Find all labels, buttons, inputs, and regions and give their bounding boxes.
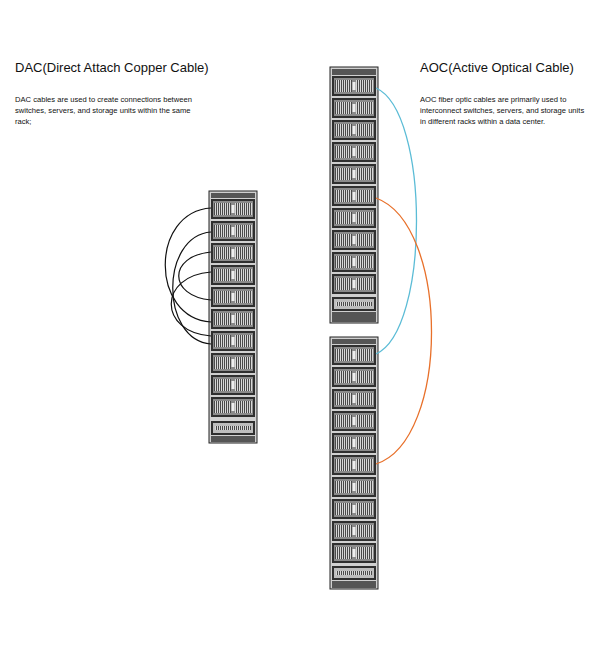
description-text: DAC cables are used to create connection… (15, 94, 205, 127)
optical-cable (376, 198, 432, 464)
server-rack (330, 67, 378, 323)
server-rack (330, 337, 378, 589)
server-rack (209, 191, 257, 443)
copper-cable (165, 208, 211, 344)
section-heading: DAC(Direct Attach Copper Cable) (15, 60, 275, 76)
optical-cable (376, 88, 417, 354)
section-heading: AOC(Active Optical Cable) (420, 60, 595, 76)
description-text: AOC fiber optic cables are primarily use… (420, 94, 588, 127)
